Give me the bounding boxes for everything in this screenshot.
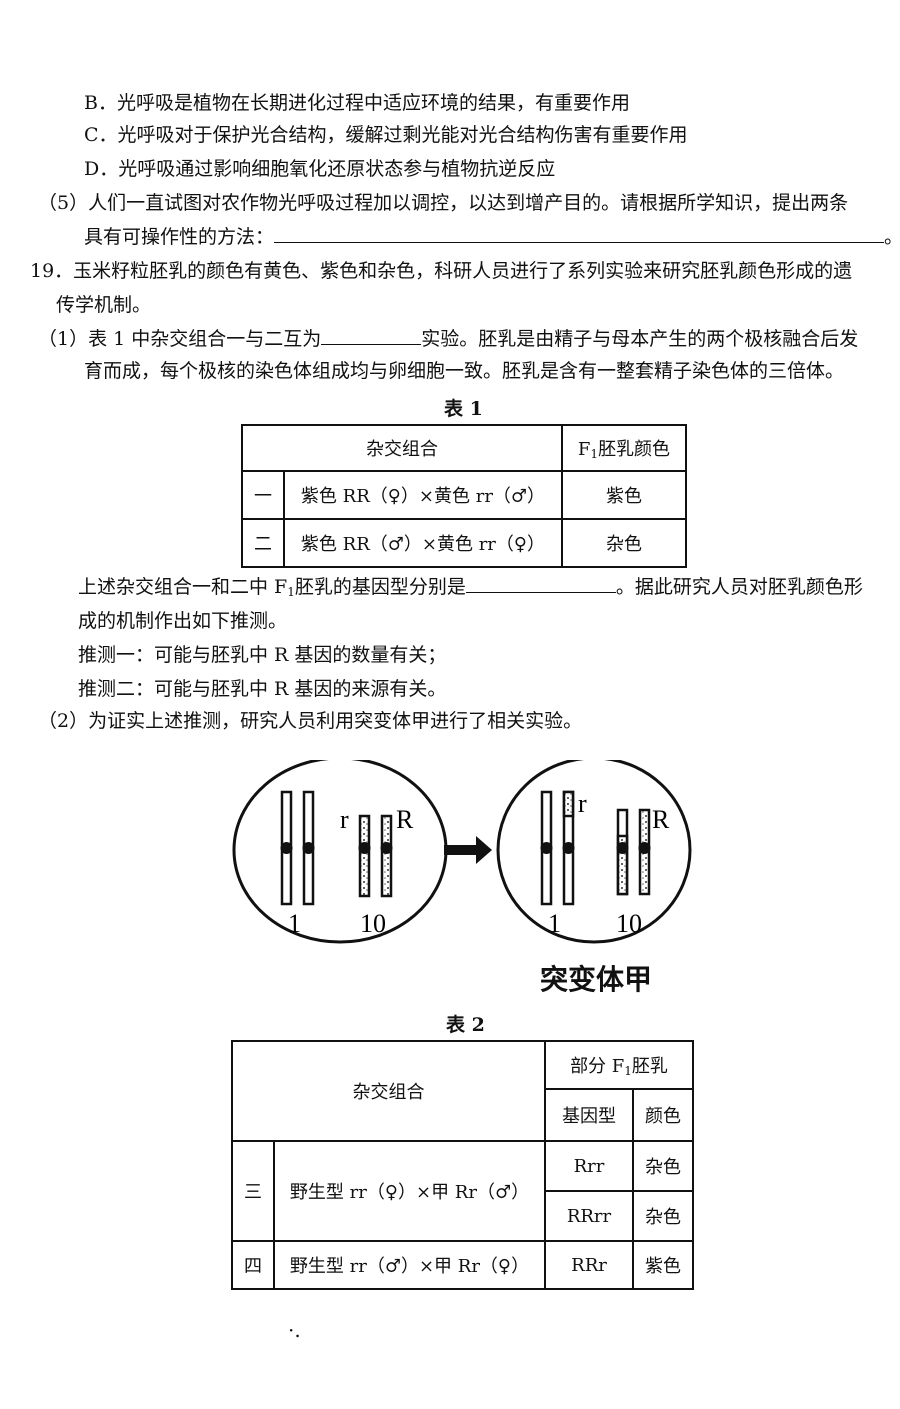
q19-line2: 传学机制。 xyxy=(56,294,152,316)
table1-row2-cross: 紫色 RR（♂）×黄色 rr（♀） xyxy=(283,518,563,568)
centromere xyxy=(358,842,371,854)
table2-row3-genotype-a: Rrr xyxy=(544,1140,634,1192)
table2-header-genotype: 基因型 xyxy=(544,1088,634,1142)
table-row: RRrr 杂色 xyxy=(232,1190,694,1242)
table2-row3-genotype-b: RRrr xyxy=(544,1190,634,1242)
arrow-icon xyxy=(444,836,492,864)
q5-line1: （5）人们一直试图对农作物光呼吸过程加以调控，以达到增产目的。请根据所学知识，提… xyxy=(38,192,849,214)
guess-1: 推测一：可能与胚乳中 R 基因的数量有关； xyxy=(78,644,447,666)
table-row: 二 紫色 RR（♂）×黄色 rr（♀） 杂色 xyxy=(241,518,687,568)
mutant-label: 突变体甲 xyxy=(540,963,653,996)
table2-row3-cross: 野生型 rr（♀）×甲 Rr（♂） xyxy=(273,1140,546,1242)
table1-row2-no: 二 xyxy=(241,518,285,568)
q5-end: 。 xyxy=(884,226,900,248)
q19-p1-text-f: 。据此研究人员对胚乳颜色形 xyxy=(615,576,863,598)
table1-row1-cross: 紫色 RR（♀）×黄色 rr（♂） xyxy=(283,470,563,520)
q19-blank-2[interactable] xyxy=(465,574,616,593)
table2-caption: 表 2 xyxy=(446,1014,485,1036)
table1-header-cross: 杂交组合 xyxy=(241,424,563,472)
q5-answer-blank[interactable] xyxy=(274,224,885,243)
table-row: 一 紫色 RR（♀）×黄色 rr（♂） 紫色 xyxy=(241,470,687,520)
table1: 杂交组合 F1胚乳颜色 一 紫色 RR（♀）×黄色 rr（♂） 紫色 二 紫色 … xyxy=(241,424,687,568)
centromere xyxy=(380,842,393,854)
label-chr10-left: 10 xyxy=(360,909,386,938)
table2-row3-no: 三 xyxy=(231,1140,275,1242)
chromosome-10b xyxy=(380,814,393,898)
label-allele-R-left: R xyxy=(396,805,414,834)
table2-row3-color-b: 杂色 xyxy=(632,1190,694,1242)
q5-line2: 具有可操作性的方法： 。 xyxy=(84,224,900,250)
option-b: B．光呼吸是植物在长期进化过程中适应环境的结果，有重要作用 xyxy=(84,92,630,114)
q19-p1-line1: （1）表 1 中杂交组合一与二互为 实验。胚乳是由精子与母本产生的两个极核融合后发 xyxy=(38,326,858,352)
chromosome-diagram: 1 10 r R 1 10 r R xyxy=(232,760,692,944)
label-chr1-right: 1 xyxy=(548,909,561,938)
label-allele-R-right: R xyxy=(652,805,670,834)
q19-p1-line4: 成的机制作出如下推测。 xyxy=(78,610,288,632)
chromosome-10a-mutant-segment xyxy=(616,834,629,896)
table2-header-cross: 杂交组合 xyxy=(231,1040,546,1142)
table1-row1-color: 紫色 xyxy=(561,470,687,520)
centromere xyxy=(562,842,575,854)
table2-row3-color-a: 杂色 xyxy=(632,1140,694,1192)
centromere xyxy=(540,842,553,854)
table2-row4-color: 紫色 xyxy=(632,1240,694,1290)
table2-row4-no: 四 xyxy=(231,1240,275,1290)
guess-2: 推测二：可能与胚乳中 R 基因的来源有关。 xyxy=(78,678,447,700)
q19-line1: 19．玉米籽粒胚乳的颜色有黄色、紫色和杂色，科研人员进行了系列实验来研究胚乳颜色… xyxy=(30,260,853,282)
centromere xyxy=(280,842,293,854)
table2: 杂交组合 部分 F1胚乳 基因型 颜色 三 野生型 rr（♀）×甲 Rr（♂） … xyxy=(231,1040,694,1290)
centromere xyxy=(638,842,651,854)
table-row: 四 野生型 rr（♂）×甲 Rr（♀） RRr 紫色 xyxy=(231,1240,694,1290)
q19-p1-text-e: 胚乳的基因型分别是 xyxy=(294,576,466,598)
cell-mutant xyxy=(496,760,692,944)
label-chr10-right: 10 xyxy=(616,909,642,938)
table1-row2-color: 杂色 xyxy=(561,518,687,568)
table1-row1-no: 一 xyxy=(241,470,285,520)
table-row: 三 野生型 rr（♀）×甲 Rr（♂） Rrr 杂色 xyxy=(231,1140,694,1242)
label-chr1-left: 1 xyxy=(288,909,301,938)
q19-p1-text-d: 上述杂交组合一和二中 F xyxy=(78,576,288,598)
table2-row4-genotype: RRr xyxy=(544,1240,634,1290)
table2-header-color: 颜色 xyxy=(632,1088,694,1142)
table1-caption: 表 1 xyxy=(444,398,483,420)
cell-wild-type xyxy=(232,760,448,944)
label-allele-r-left: r xyxy=(340,805,349,834)
translocated-segment xyxy=(562,790,575,818)
chromosome-10a xyxy=(358,814,371,898)
q19-p2: （2）为证实上述推测，研究人员利用突变体甲进行了相关实验。 xyxy=(38,710,583,732)
table2-header-group: 部分 F1胚乳 xyxy=(544,1040,694,1090)
table1-header-color: F1胚乳颜色 xyxy=(561,424,687,472)
label-allele-r-right: r xyxy=(578,789,587,818)
q19-blank-1[interactable] xyxy=(321,326,422,345)
q19-p1-text-b: 实验。胚乳是由精子与母本产生的两个极核融合后发 xyxy=(421,328,859,350)
q19-p1-line2: 育而成，每个极核的染色体组成均与卵细胞一致。胚乳是含有一整套精子染色体的三倍体。 xyxy=(84,360,845,382)
q19-p1-text-a: （1）表 1 中杂交组合一与二互为 xyxy=(38,328,322,350)
footer-dot: ·. xyxy=(288,1318,301,1342)
q5-prompt: 具有可操作性的方法： xyxy=(84,226,275,248)
option-d: D．光呼吸通过影响细胞氧化还原状态参与植物抗逆反应 xyxy=(84,158,556,180)
q19-p1-line3: 上述杂交组合一和二中 F1胚乳的基因型分别是。据此研究人员对胚乳颜色形 xyxy=(78,574,863,599)
centromere xyxy=(616,842,629,854)
option-c: C．光呼吸对于保护光合结构，缓解过剩光能对光合结构伤害有重要作用 xyxy=(84,124,688,146)
table2-row4-cross: 野生型 rr（♂）×甲 Rr（♀） xyxy=(273,1240,546,1290)
centromere xyxy=(302,842,315,854)
